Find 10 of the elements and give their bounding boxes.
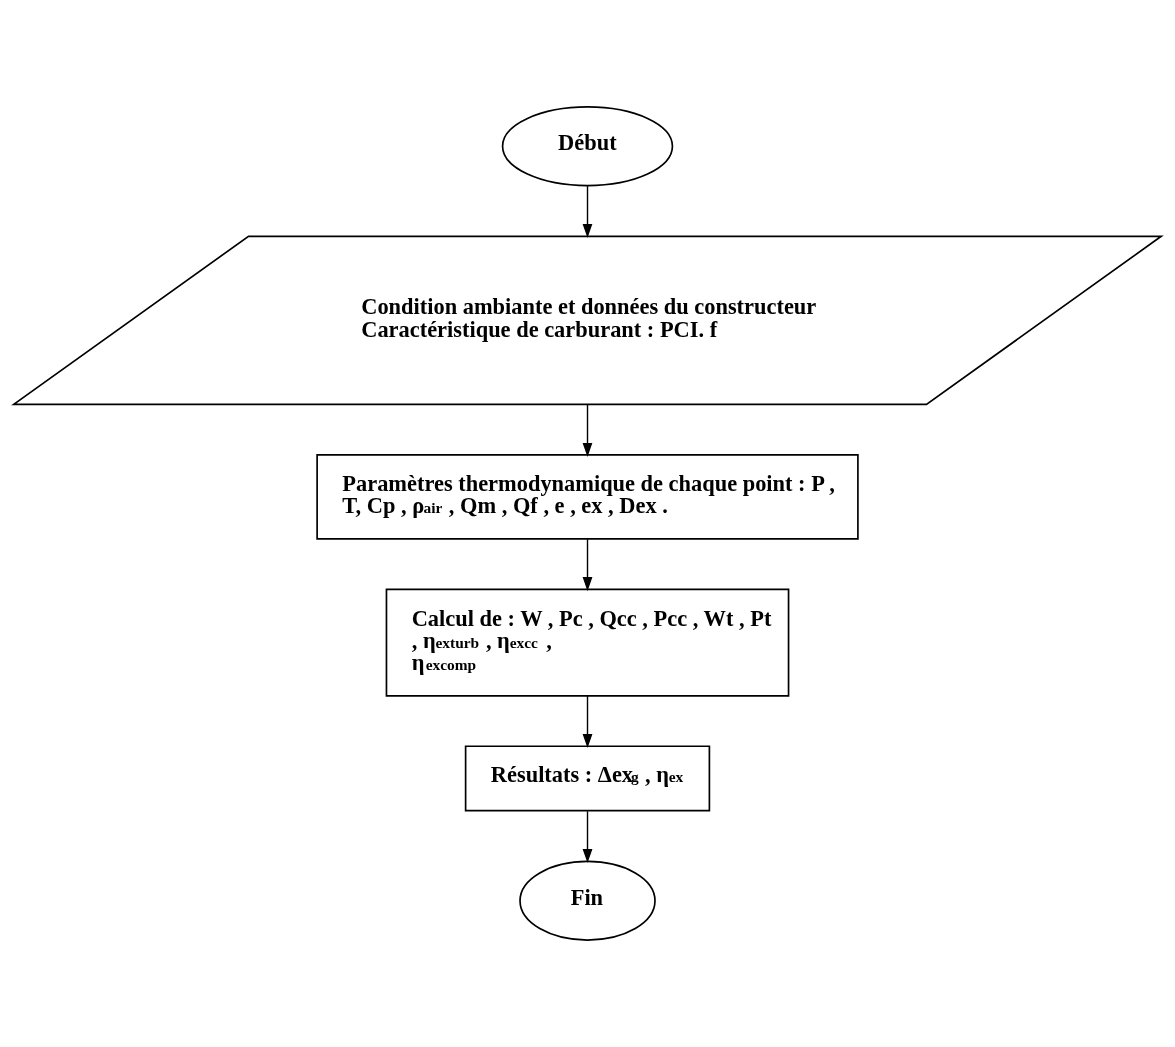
arrow — [582, 810, 593, 864]
node-box: Paramètres thermodynamique de chaque point : P , T, Cp , ρair , Qm , Qf , e , ex , Dex . — [316, 454, 859, 540]
node-box: Calcul de : W , Pc , Qcc , Pcc , Wt , Pt , ηexturb , ηexcc , ηexcomp — [385, 588, 790, 697]
arrow — [582, 185, 593, 238]
arrow — [582, 403, 593, 457]
arrow — [582, 695, 593, 749]
node-box: Résultats : Δexg , ηex — [464, 745, 711, 812]
node-ellipse: Début — [501, 106, 674, 187]
node-ellipse: Fin — [519, 860, 656, 941]
arrow — [582, 538, 593, 592]
